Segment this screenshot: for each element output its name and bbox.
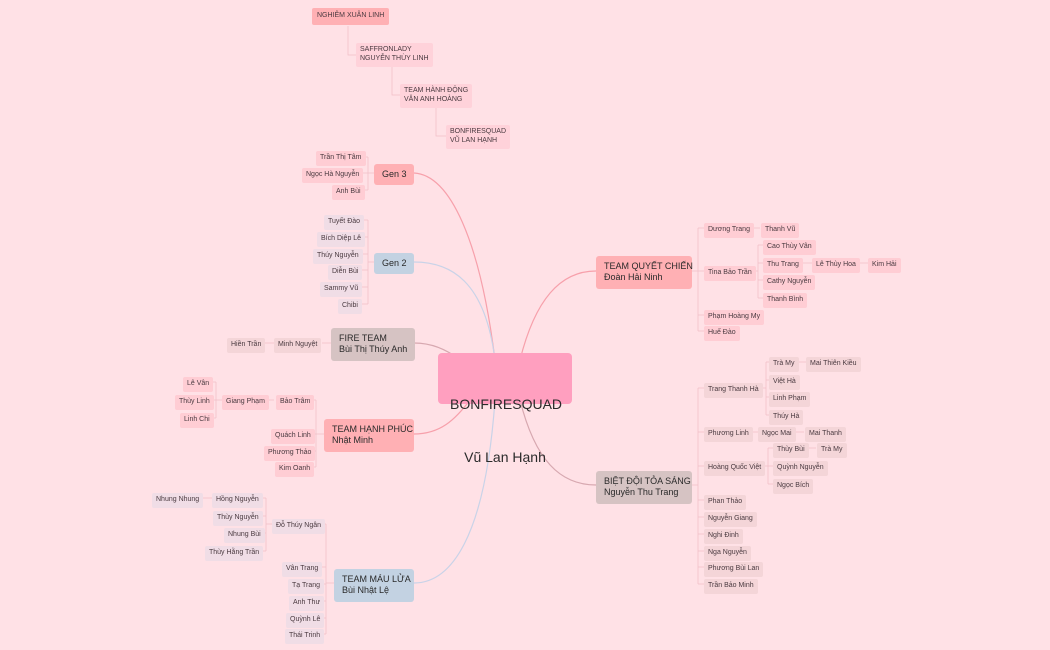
- mau-lua-member[interactable]: Hồng Nguyễn: [212, 493, 263, 508]
- gen2-member[interactable]: Chibi: [338, 299, 362, 314]
- toa-sang-member[interactable]: Thùy Bùi: [773, 443, 809, 458]
- hanh-phuc-member[interactable]: Quách Linh: [271, 429, 315, 444]
- mau-lua-member[interactable]: Thùy Nguyễn: [213, 511, 263, 526]
- toa-sang-member[interactable]: Trần Bảo Minh: [704, 579, 758, 594]
- quyet-chien-member[interactable]: Dương Trang: [704, 223, 754, 238]
- branch-gen3[interactable]: Gen 3: [374, 164, 414, 186]
- branch-fire-team[interactable]: FIRE TEAM Bùi Thị Thúy Anh: [331, 328, 415, 361]
- link-gen2: [413, 261, 496, 361]
- chain-node-nghiem-xuan-linh[interactable]: NGHIÊM XUÂN LINH: [312, 8, 390, 25]
- gen2-member[interactable]: Bích Diệp Lê: [317, 232, 366, 247]
- mau-lua-member[interactable]: Anh Thư: [289, 596, 325, 611]
- central-topic-line2: Vũ Lan Hạnh: [464, 448, 546, 465]
- quyet-chien-member[interactable]: Thanh Bình: [763, 293, 808, 308]
- mau-lua-member[interactable]: Nhung Bùi: [224, 528, 265, 543]
- gen2-member[interactable]: Diễn Bùi: [328, 265, 363, 280]
- mau-lua-member[interactable]: Nhung Nhung: [152, 493, 204, 508]
- quyet-chien-member[interactable]: Lê Thùy Hoa: [812, 258, 860, 273]
- hanh-phuc-member[interactable]: Linh Chi: [180, 413, 214, 428]
- hanh-phuc-member[interactable]: Phương Thảo: [264, 446, 316, 461]
- toa-sang-member[interactable]: Nguyễn Giang: [704, 512, 757, 527]
- toa-sang-member[interactable]: Mai Thiên Kiều: [806, 357, 861, 372]
- toa-sang-member[interactable]: Việt Hà: [769, 375, 800, 390]
- link-gen3: [413, 172, 496, 361]
- chain-node-team-hanh-dong[interactable]: TEAM HÀNH ĐỘNG VĂN ANH HOÀNG: [400, 84, 473, 108]
- toa-sang-member[interactable]: Ngọc Mai: [758, 427, 796, 442]
- central-topic[interactable]: BONFIRESQUAD Vũ Lan Hạnh: [438, 353, 572, 465]
- quyet-chien-member[interactable]: Tina Bảo Trần: [704, 266, 756, 281]
- quyet-chien-member[interactable]: Cathy Nguyễn: [763, 275, 816, 290]
- hanh-phuc-member[interactable]: Lê Vân: [183, 377, 214, 392]
- quyet-chien-member[interactable]: Cao Thùy Vân: [763, 240, 816, 255]
- toa-sang-member[interactable]: Nga Nguyễn: [704, 546, 751, 561]
- quyet-chien-member[interactable]: Kim Hải: [868, 258, 901, 273]
- central-topic-line1: BONFIRESQUAD: [450, 396, 563, 412]
- link-hanh-phuc: [413, 399, 471, 435]
- chain-node-saffronlady[interactable]: SAFFRONLADY NGUYỄN THÙY LINH: [356, 43, 433, 67]
- hanh-phuc-member[interactable]: Giang Phạm: [222, 395, 269, 410]
- hanh-phuc-member[interactable]: Kim Oanh: [275, 462, 315, 477]
- branch-team-hanh-phuc[interactable]: TEAM HẠNH PHÚC Nhật Minh: [324, 419, 414, 452]
- branch-biet-doi-toa-sang[interactable]: BIỆT ĐỘI TỎA SÁNG Nguyễn Thu Trang: [596, 471, 692, 504]
- toa-sang-member[interactable]: Ngọc Bích: [773, 479, 814, 494]
- toa-sang-member[interactable]: Phan Thảo: [704, 495, 747, 510]
- gen3-member[interactable]: Trần Thị Tâm: [316, 151, 366, 166]
- toa-sang-member[interactable]: Phương Bùi Lan: [704, 562, 764, 577]
- gen2-member[interactable]: Tuyết Đào: [324, 215, 365, 230]
- toa-sang-member[interactable]: Trà My: [817, 443, 847, 458]
- gen2-member[interactable]: Sammy Vũ: [320, 282, 363, 297]
- toa-sang-member[interactable]: Nghi Đinh: [704, 529, 743, 544]
- quyet-chien-member[interactable]: Thu Trang: [763, 258, 803, 273]
- gen3-member[interactable]: Anh Bùi: [332, 185, 365, 200]
- fire-team-member[interactable]: Hiền Trần: [227, 338, 266, 353]
- branch-team-quyet-chien[interactable]: TEAM QUYẾT CHIẾN Đoàn Hải Ninh: [596, 256, 693, 289]
- mau-lua-member[interactable]: Tạ Trang: [288, 579, 325, 594]
- fire-team-member[interactable]: Minh Nguyệt: [274, 338, 322, 353]
- branch-team-mau-lua[interactable]: TEAM MÁU LỬA Bùi Nhật Lệ: [334, 569, 414, 602]
- link-mau-lua: [413, 399, 496, 584]
- toa-sang-member[interactable]: Trà My: [769, 357, 799, 372]
- branch-gen2[interactable]: Gen 2: [374, 253, 414, 275]
- toa-sang-member[interactable]: Phương Linh: [704, 427, 753, 442]
- quyet-chien-member[interactable]: Phạm Hoàng My: [704, 310, 765, 325]
- toa-sang-member[interactable]: Trang Thanh Hà: [704, 383, 763, 398]
- gen3-member[interactable]: Ngọc Hà Nguyễn: [302, 168, 364, 183]
- hanh-phuc-member[interactable]: Thùy Linh: [175, 395, 214, 410]
- link-quyet-chien: [519, 270, 597, 361]
- mau-lua-member[interactable]: Đỗ Thúy Ngân: [272, 519, 326, 534]
- mau-lua-member[interactable]: Vân Trang: [282, 562, 323, 577]
- quyet-chien-member[interactable]: Huế Đào: [704, 326, 740, 341]
- toa-sang-member[interactable]: Quỳnh Nguyễn: [773, 461, 828, 476]
- toa-sang-member[interactable]: Linh Phạm: [769, 392, 811, 407]
- link-toa-sang: [519, 399, 597, 486]
- hanh-phuc-member[interactable]: Bảo Trâm: [276, 395, 315, 410]
- quyet-chien-member[interactable]: Thanh Vũ: [761, 223, 800, 238]
- mau-lua-member[interactable]: Thái Trinh: [285, 629, 325, 644]
- toa-sang-member[interactable]: Mai Thanh: [805, 427, 846, 442]
- toa-sang-member[interactable]: Thúy Hà: [769, 410, 804, 425]
- chain-node-bonfiresquad[interactable]: BONFIRESQUAD VŨ LAN HẠNH: [446, 125, 511, 149]
- toa-sang-member[interactable]: Hoàng Quốc Việt: [704, 461, 766, 476]
- mau-lua-member[interactable]: Quỳnh Lê: [286, 613, 325, 628]
- gen2-member[interactable]: Thúy Nguyễn: [313, 249, 363, 264]
- mau-lua-member[interactable]: Thùy Hằng Trần: [205, 546, 264, 561]
